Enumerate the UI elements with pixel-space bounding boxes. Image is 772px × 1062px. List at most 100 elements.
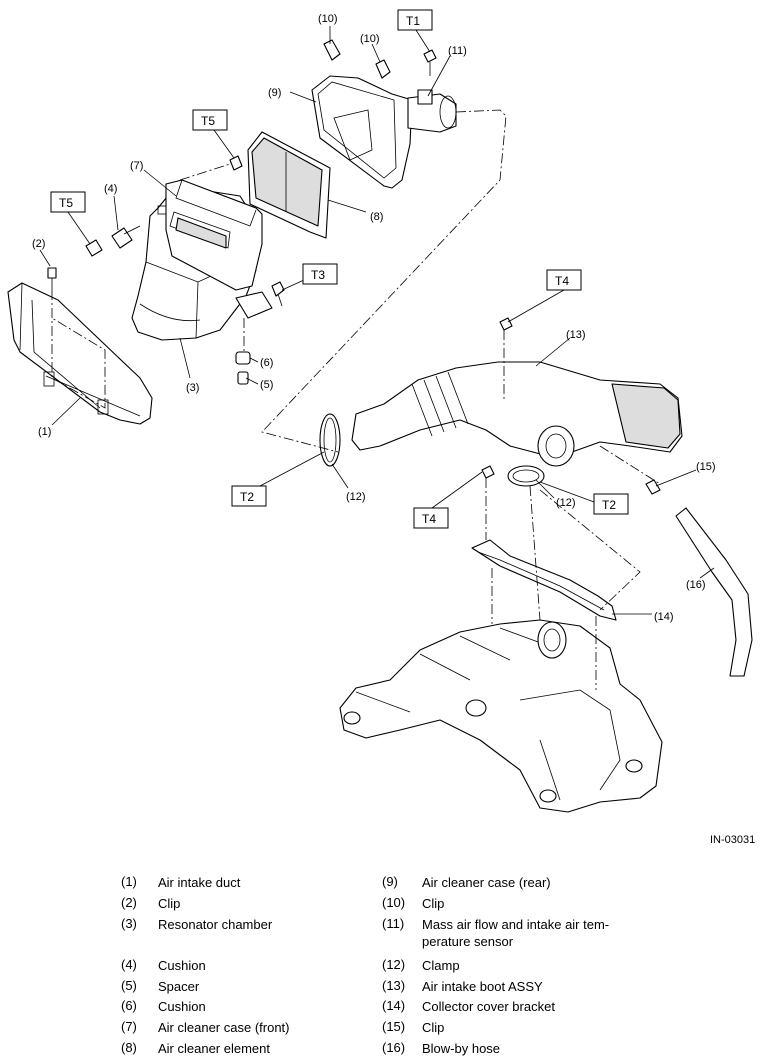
legend-text: Clamp	[422, 958, 460, 973]
callout-14: (14)	[654, 611, 674, 623]
chain-lines	[51, 109, 661, 690]
legend-row: (13) Air intake boot ASSY	[382, 978, 622, 995]
clamp-part-12a	[319, 413, 341, 467]
air-cleaner-element-part	[247, 131, 331, 239]
legend-row: (3) Resonator chamber	[121, 916, 358, 933]
torque-label-t4-top: T4	[555, 274, 569, 288]
legend-row: (12) Clamp	[382, 957, 622, 974]
intake-manifold	[339, 619, 663, 813]
torque-label-t5-left: T5	[59, 196, 73, 210]
torque-box-t3: T3	[302, 263, 338, 285]
air-intake-boot-part	[351, 361, 683, 467]
legend-row: (11) Mass air flow and intake air tem- pe…	[382, 916, 622, 950]
callout-12a: (12)	[346, 491, 366, 503]
bracket-mount	[235, 291, 273, 319]
torque-box-t1: T1	[397, 9, 433, 31]
clip-part-15	[645, 479, 661, 495]
legend-number: (3)	[121, 916, 137, 931]
callout-15: (15)	[696, 461, 716, 473]
cushion-part-6	[235, 351, 251, 365]
clip-part-2	[47, 267, 57, 290]
leader-lines	[39, 26, 715, 615]
legend-row: (9)Air cleaner case (rear)	[382, 874, 622, 891]
legend-text: Resonator chamber	[158, 917, 273, 932]
legend-number: (8)	[121, 1040, 137, 1055]
collector-cover-bracket-part	[471, 539, 617, 621]
legend-number: (1)	[121, 874, 137, 889]
callout-6: (6)	[260, 357, 273, 369]
legend-row: (16) Blow-by hose	[382, 1040, 622, 1057]
legend-number: (15)	[382, 1019, 406, 1034]
clip-part-10b	[375, 59, 391, 79]
callout-13: (13)	[566, 329, 586, 341]
legend-text: Air intake duct	[158, 875, 241, 890]
torque-label-t5-top: T5	[201, 114, 215, 128]
callout-12b: (12)	[556, 497, 576, 509]
torque-box-t4-top: T4	[546, 269, 582, 291]
legend-number: (2)	[121, 895, 137, 910]
torque-box-t2-right: T2	[593, 493, 629, 515]
legend-row: (7)Air cleaner case (front)	[121, 1019, 358, 1036]
callout-labels: (1) (2) (3) (4) (5) (6) (7) (8) (9) (10)…	[32, 13, 716, 623]
air-intake-duct-part	[7, 282, 153, 425]
torque-label-t2-right: T2	[602, 498, 616, 512]
legend-number: (10)	[382, 895, 406, 910]
legend-number: (14)	[382, 998, 406, 1013]
callout-7: (7)	[130, 160, 143, 172]
screw-t1	[423, 49, 437, 76]
legend-text: Cushion	[158, 999, 206, 1014]
legend-row: (14)Collector cover bracket	[382, 998, 622, 1015]
bolt-t5-top	[229, 155, 243, 171]
callout-3: (3)	[186, 382, 199, 394]
clamp-part-12b	[507, 465, 545, 487]
legend-text: Cushion	[158, 958, 206, 973]
bolt-t3	[271, 281, 285, 307]
legend-text: Blow-by hose	[422, 1041, 501, 1056]
callout-2: (2)	[32, 238, 45, 250]
legend-text: Air cleaner element	[158, 1041, 270, 1056]
cushion-part-4	[111, 225, 141, 249]
air-cleaner-case-rear-part	[311, 75, 413, 189]
callout-5: (5)	[260, 379, 273, 391]
torque-box-t4-lower: T4	[413, 507, 449, 529]
torque-label-t2-left: T2	[240, 490, 254, 504]
torque-label-t1: T1	[406, 14, 420, 28]
legend-text: Air cleaner case (front)	[158, 1020, 290, 1035]
legend-text: Spacer	[158, 979, 200, 994]
air-cleaner-case-front-part	[157, 179, 263, 291]
maf-sensor-part	[407, 89, 457, 133]
legend-number: (6)	[121, 998, 137, 1013]
callout-4: (4)	[104, 183, 117, 195]
legend-row: (1) Air intake duct	[121, 874, 358, 891]
legend-row: (2) Clip	[121, 895, 358, 912]
legend-row: (15) Clip	[382, 1019, 622, 1036]
legend-text: Mass air flow and intake air tem- peratu…	[422, 917, 610, 949]
legend-text: Air intake boot ASSY	[422, 979, 543, 994]
spacer-part-5	[237, 371, 249, 385]
legend-row: (8) Air cleaner element	[121, 1040, 358, 1057]
legend-text: Clip	[422, 1020, 445, 1035]
bolt-t4-lower	[481, 465, 495, 479]
parts-legend: (1) Air intake duct (2) Clip (3) Resonator ch…	[0, 874, 772, 1057]
callout-10a: (10)	[318, 13, 338, 25]
torque-label-t4-lower: T4	[422, 512, 436, 526]
legend-number: (4)	[121, 957, 137, 972]
legend-number: (13)	[382, 978, 406, 993]
legend-text: Air cleaner case (rear)	[422, 875, 551, 890]
clip-part-10a	[323, 39, 341, 61]
bolt-t5-left	[85, 239, 103, 257]
legend-row: (6) Cushion	[121, 998, 358, 1015]
legend-text: Clip	[158, 896, 181, 911]
callout-11: (11)	[448, 45, 467, 57]
legend-number: (5)	[121, 978, 137, 993]
legend-number: (16)	[382, 1040, 406, 1055]
legend-number: (12)	[382, 957, 406, 972]
callout-8: (8)	[370, 211, 383, 223]
torque-box-t5-top: T5	[192, 109, 228, 131]
legend-text: Clip	[422, 896, 445, 911]
callout-10b: (10)	[360, 33, 380, 45]
callout-9: (9)	[268, 87, 281, 99]
torque-label-t3: T3	[311, 268, 325, 282]
legend-number: (11)	[382, 916, 405, 931]
legend-row: (10) Clip	[382, 895, 622, 912]
